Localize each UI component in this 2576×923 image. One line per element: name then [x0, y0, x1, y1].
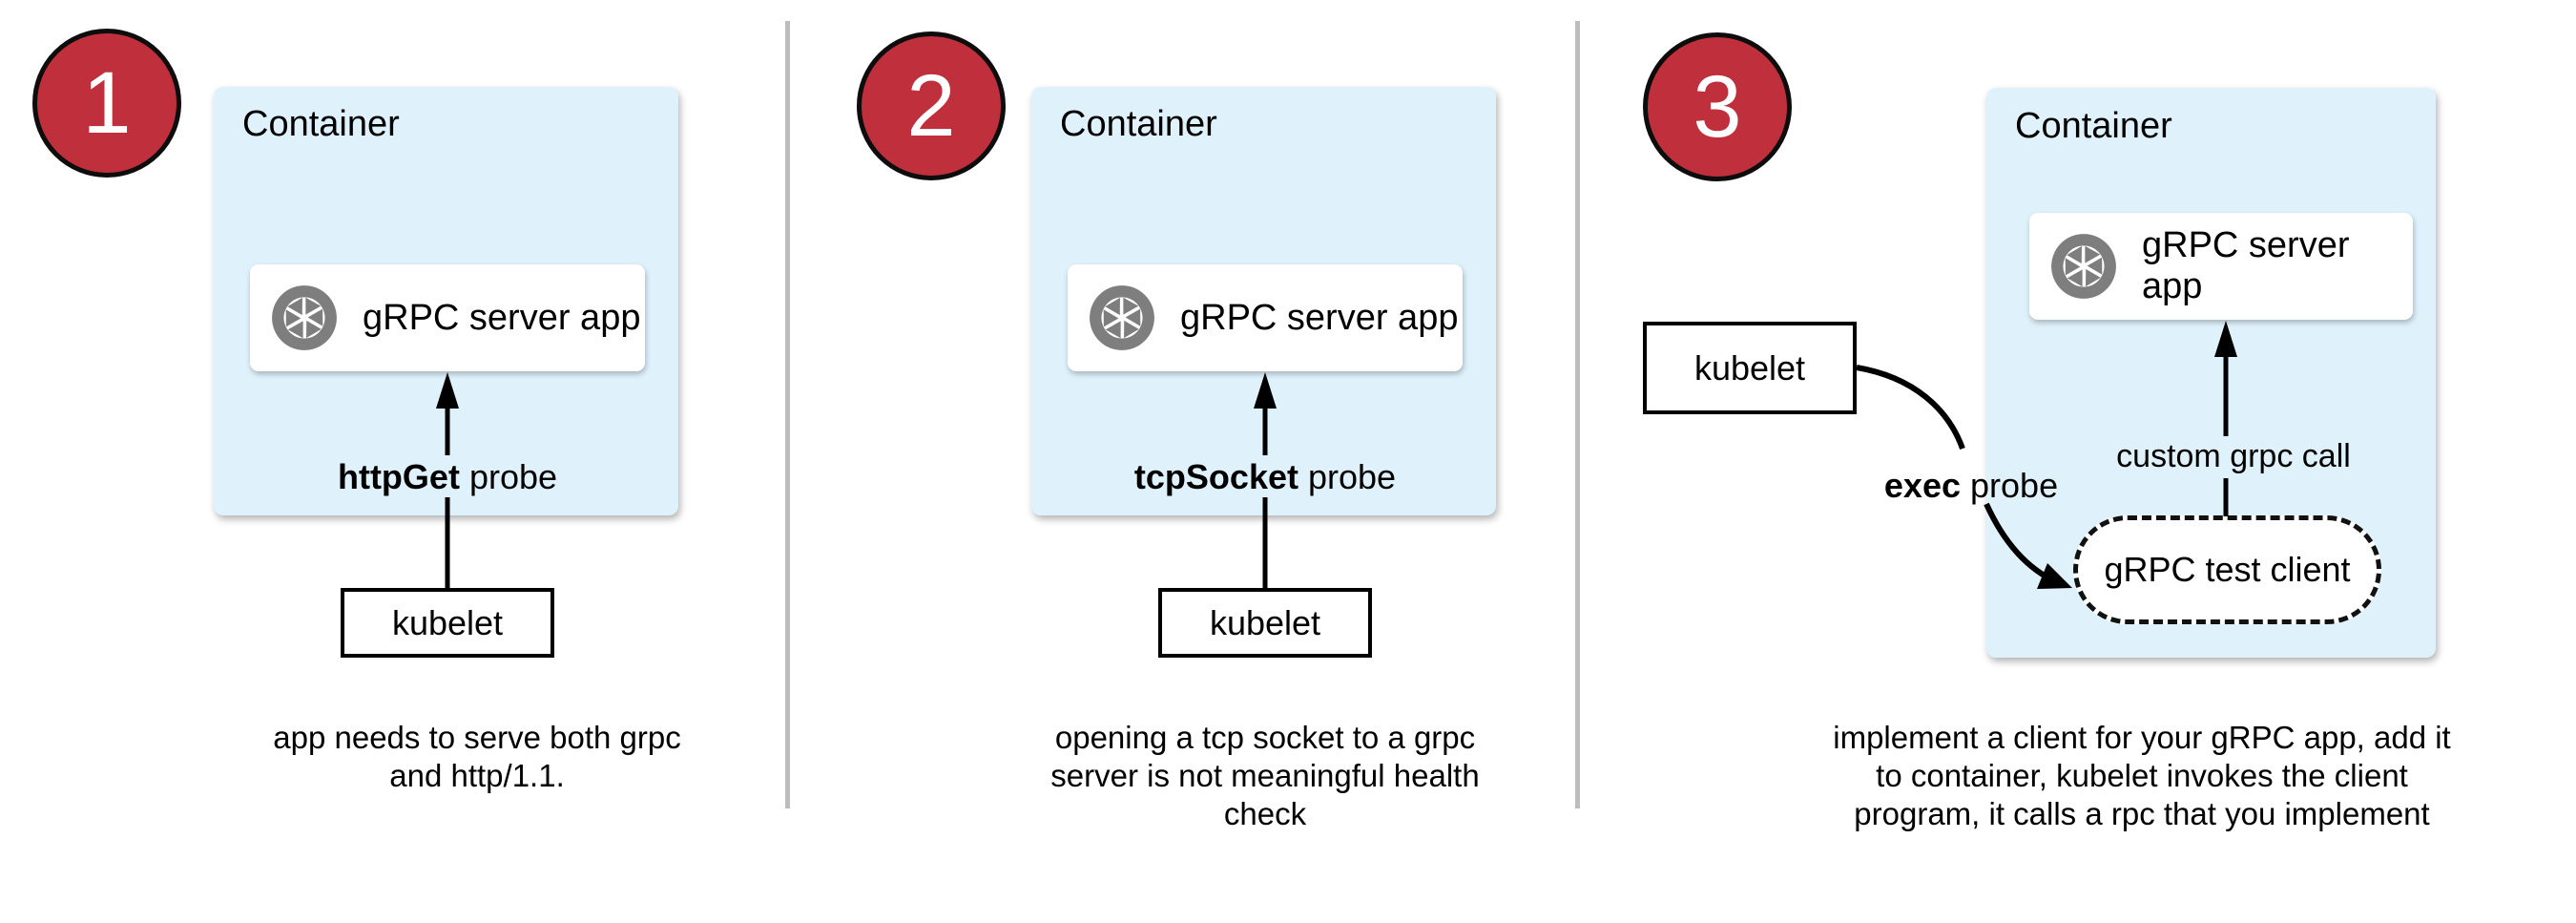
kubelet-box-2: kubelet	[1158, 588, 1372, 658]
grpc-server-app-label: gRPC server app	[1180, 297, 1459, 338]
grpc-server-app-box-2: gRPC server app	[1068, 264, 1463, 371]
grpc-server-app-label: gRPC server app	[2142, 225, 2350, 306]
httpget-probe-label: httpGet probe	[337, 457, 558, 496]
container-label-1: Container	[242, 104, 400, 144]
panel-divider-2	[1575, 21, 1580, 808]
grpc-server-app-label: gRPC server app	[363, 297, 641, 338]
step-3-badge: 3	[1643, 32, 1792, 181]
step-1-number: 1	[82, 54, 132, 152]
caption-2: opening a tcp socket to a grpc server is…	[1050, 720, 1480, 831]
panel-divider-1	[785, 21, 790, 808]
grpc-server-app-box-1: gRPC server app	[250, 264, 645, 371]
grpc-test-client-box: gRPC test client	[2073, 515, 2381, 624]
custom-grpc-call-label: custom grpc call	[2116, 438, 2351, 474]
kubelet-box-1: kubelet	[341, 588, 554, 658]
kubelet-box-3: kubelet	[1643, 322, 1857, 414]
aperture-icon	[269, 283, 340, 353]
exec-probe-label: exec probe	[1883, 466, 2059, 505]
step-2-badge: 2	[857, 31, 1006, 180]
aperture-icon	[2048, 231, 2119, 302]
step-3-number: 3	[1693, 58, 1742, 156]
caption-3: implement a client for your gRPC app, ad…	[1833, 720, 2451, 831]
caption-1: app needs to serve both grpc and http/1.…	[273, 720, 681, 793]
container-label-2: Container	[1060, 104, 1217, 144]
step-2-number: 2	[906, 57, 956, 155]
tcpsocket-probe-label: tcpSocket probe	[1133, 457, 1397, 496]
container-label-3: Container	[2015, 106, 2172, 146]
grpc-server-app-box-3: gRPC server app	[2029, 213, 2413, 320]
step-1-badge: 1	[32, 29, 181, 178]
aperture-icon	[1087, 283, 1157, 353]
